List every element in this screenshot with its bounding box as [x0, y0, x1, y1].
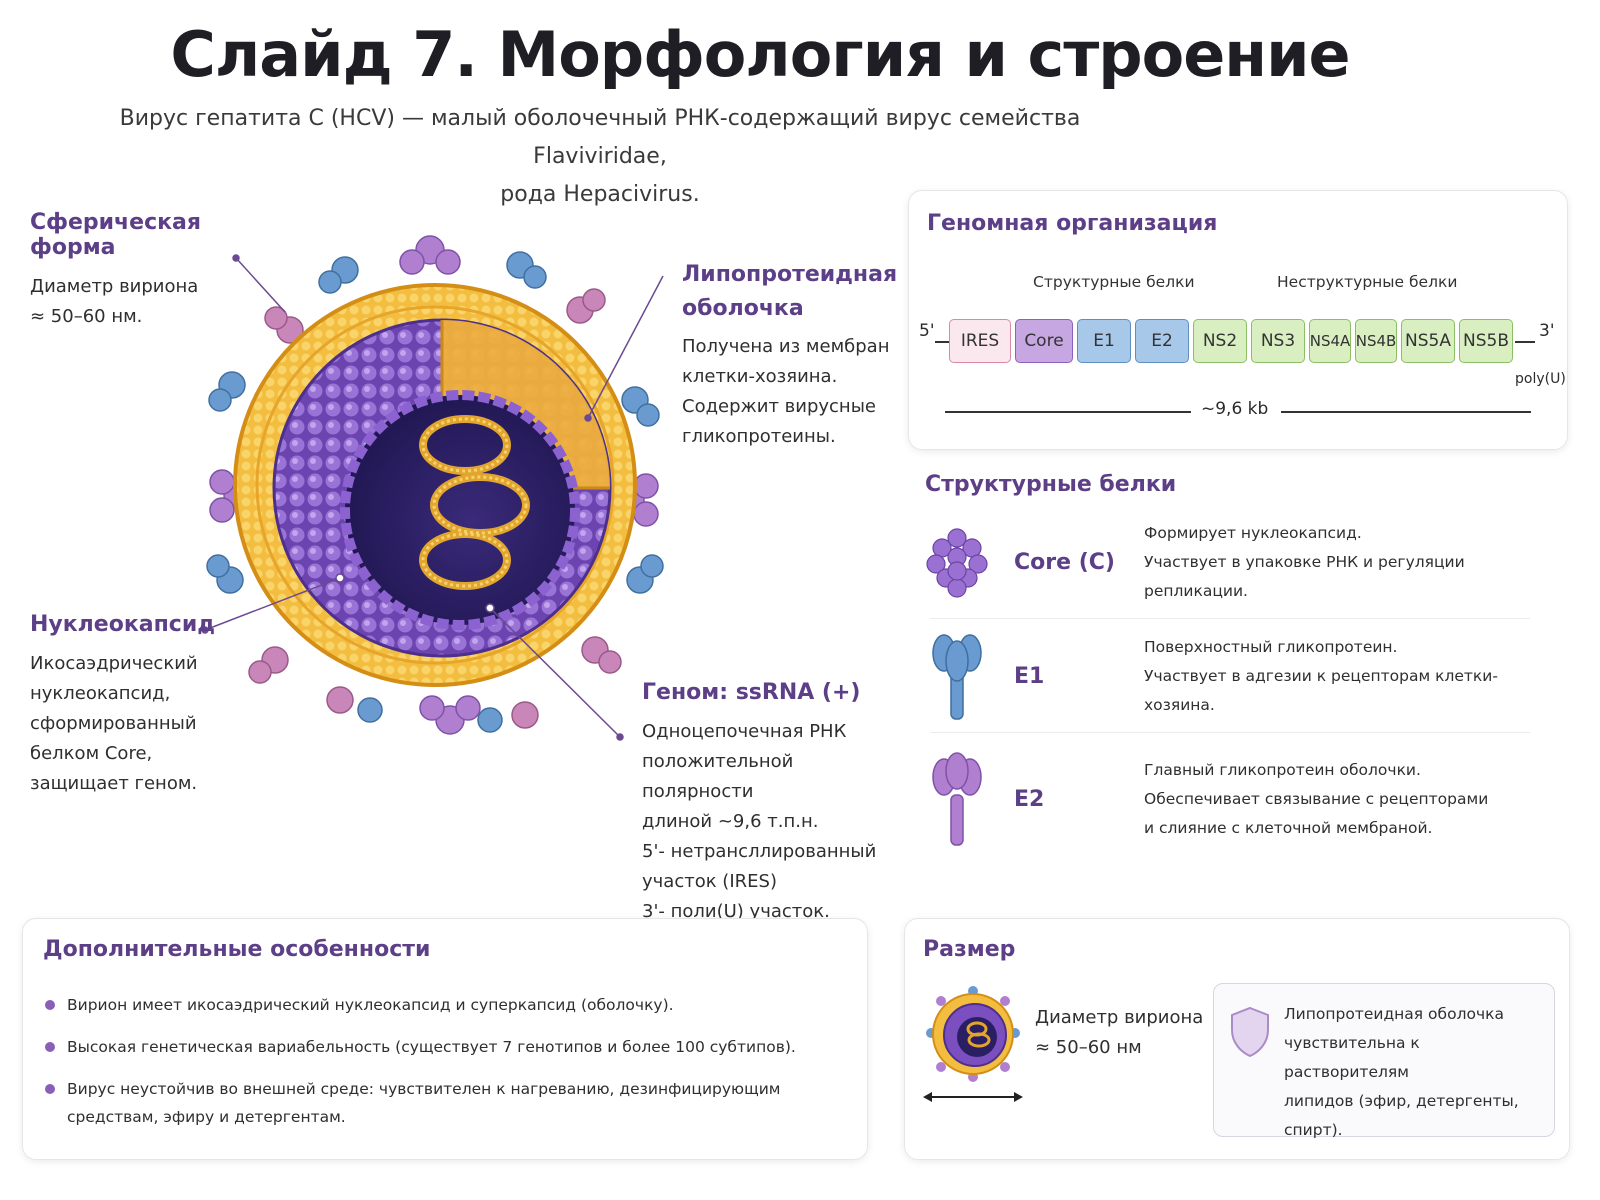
- size-panel: Размер Диаметр вириона ≈ 50–60 нм Липопр…: [904, 918, 1570, 1160]
- gene-e1: E1: [1077, 319, 1131, 363]
- label-nucleocapsid: Нуклеокапсид Икосаэдрический нуклеокапси…: [30, 612, 230, 799]
- genome-map: IRES Core E1 E2 NS2 NS3 NS4A NS4B NS5A N…: [949, 319, 1513, 363]
- genome-line-4: 5'- нетрансллированный: [642, 841, 877, 862]
- genome-line-2: положительной полярности: [642, 751, 794, 802]
- structural-label: Структурные белки: [1033, 273, 1195, 291]
- subtitle-line-1: Вирус гепатита С (HCV) — малый оболочечн…: [119, 106, 1081, 169]
- size-line-1: Диаметр вириона: [1035, 1007, 1204, 1028]
- feature-item-3: Вирус неустойчив во внешней среде: чувст…: [41, 1075, 841, 1131]
- page-subtitle: Вирус гепатита С (HCV) — малый оболочечн…: [60, 100, 1140, 214]
- genome-heading: Геном: ssRNA (+): [642, 680, 861, 705]
- e2-desc-line-2: Обеспечивает связывание с рецепторами: [1144, 789, 1489, 808]
- label-spherical-shape: Сферическая форма Диаметр вириона ≈ 50–6…: [30, 210, 270, 332]
- envelope-line-1: Получена из мембран: [682, 336, 890, 357]
- protein-row-e1: E1 Поверхностный гликопротеин. Участвует…: [920, 626, 1530, 726]
- e1-glycoprotein-icon: [932, 634, 982, 720]
- gene-e2: E2: [1135, 319, 1189, 363]
- features-title: Дополнительные особенности: [43, 937, 431, 962]
- callout-lines: [201, 254, 664, 741]
- label-genome: Геном: ssRNA (+) Одноцепочечная РНК поло…: [642, 680, 902, 927]
- gene-ns4a: NS4A: [1309, 319, 1351, 363]
- note-line-3: липидов (эфир, детергенты,: [1284, 1092, 1519, 1110]
- genome-line-1: Одноцепочечная РНК: [642, 721, 847, 742]
- five-prime-line: [935, 341, 949, 343]
- gene-core: Core: [1015, 319, 1073, 363]
- sensitivity-note-box: Липопротеидная оболочка чувствительна к …: [1213, 983, 1555, 1139]
- e2-desc-line-3: и слияние с клеточной мембраной.: [1144, 818, 1433, 837]
- e2-protein-desc: Главный гликопротеин оболочки. Обеспечив…: [1144, 756, 1488, 843]
- envelope-line-3: Содержит вирусные: [682, 396, 876, 417]
- e1-desc-line-2: Участвует в адгезии к рецепторам клетки-…: [1144, 666, 1498, 714]
- genome-line-3: длиной ~9,6 т.п.н.: [642, 811, 819, 832]
- core-interior: [345, 395, 575, 625]
- label-envelope: Липопротеидная оболочка Получена из мемб…: [682, 258, 912, 452]
- envelope-heading-1: Липопротеидная: [682, 262, 898, 287]
- nucleocapsid-line-4: белком Core,: [30, 743, 153, 764]
- nucleocapsid-line-3: сформированный: [30, 713, 197, 734]
- envelope-line-4: гликопротеины.: [682, 426, 836, 447]
- note-line-2: чувствительна к растворителям: [1284, 1034, 1420, 1081]
- core-protein-name: Core (C): [1014, 549, 1115, 575]
- five-prime-label: 5': [919, 321, 935, 341]
- protein-row-e2: E2 Главный гликопротеин оболочки. Обеспе…: [920, 742, 1530, 856]
- gene-ires: IRES: [949, 319, 1011, 363]
- small-virion-icon: [923, 986, 1023, 1102]
- gene-ns4b: NS4B: [1355, 319, 1397, 363]
- additional-features-panel: Дополнительные особенности Вирион имеет …: [22, 918, 868, 1160]
- size-line-2: ≈ 50–60 нм: [1035, 1037, 1142, 1058]
- nonstructural-label: Неструктурные белки: [1277, 273, 1458, 291]
- shield-icon: [1231, 1006, 1269, 1058]
- virion-illustration: [206, 235, 664, 735]
- spherical-line-2: ≈ 50–60 нм.: [30, 306, 143, 327]
- poly-u-label: poly(U): [1515, 371, 1566, 387]
- genome-line-5: участок (IRES): [642, 871, 777, 892]
- gene-ns5a: NS5A: [1401, 319, 1455, 363]
- page-title: Слайд 7. Морфология и строение: [170, 18, 1350, 91]
- genome-length: ~9,6 kb: [1201, 399, 1269, 419]
- envelope-line-2: клетки-хозяина.: [682, 366, 838, 387]
- divider-2: [930, 732, 1530, 733]
- size-title: Размер: [923, 937, 1016, 962]
- core-desc-line-2: Участвует в упаковке РНК и регуляции реп…: [1144, 552, 1465, 600]
- structural-proteins-title: Структурные белки: [925, 472, 1177, 497]
- e2-protein-name: E2: [1014, 786, 1045, 812]
- nucleocapsid-line-1: Икосаэдрический: [30, 653, 198, 674]
- gene-ns5b: NS5B: [1459, 319, 1513, 363]
- three-prime-label: 3': [1539, 321, 1555, 341]
- e2-glycoprotein-icon: [932, 752, 982, 846]
- divider-1: [930, 618, 1530, 619]
- e2-desc-line-1: Главный гликопротеин оболочки.: [1144, 760, 1421, 779]
- e1-desc-line-1: Поверхностный гликопротеин.: [1144, 637, 1398, 656]
- three-prime-line: [1515, 341, 1535, 343]
- gene-ns2: NS2: [1193, 319, 1247, 363]
- genome-organization-panel: Геномная организация Структурные белки Н…: [908, 190, 1568, 450]
- gene-ns3: NS3: [1251, 319, 1305, 363]
- length-line-right: [1281, 411, 1531, 413]
- e1-protein-name: E1: [1014, 663, 1045, 689]
- core-desc-line-1: Формирует нуклеокапсид.: [1144, 523, 1362, 542]
- note-line-4: спирт).: [1284, 1121, 1343, 1139]
- e1-protein-desc: Поверхностный гликопротеин. Участвует в …: [1144, 633, 1530, 720]
- genome-line-6: 3'- поли(U) участок.: [642, 901, 830, 922]
- genome-panel-title: Геномная организация: [927, 211, 1218, 236]
- feature-item-2: Высокая генетическая вариабельность (сущ…: [41, 1033, 841, 1061]
- nucleocapsid-heading: Нуклеокапсид: [30, 612, 216, 637]
- spherical-heading: Сферическая форма: [30, 210, 202, 260]
- nucleocapsid-line-5: защищает геном.: [30, 773, 198, 794]
- core-protein-desc: Формирует нуклеокапсид. Участвует в упак…: [1144, 519, 1530, 606]
- protein-row-core: Core (C) Формирует нуклеокапсид. Участву…: [920, 512, 1530, 612]
- nucleocapsid-line-2: нуклеокапсид,: [30, 683, 171, 704]
- feature-item-1: Вирион имеет икосаэдрический нуклеокапси…: [41, 991, 841, 1019]
- core-protein-icon: [926, 528, 988, 598]
- spherical-line-1: Диаметр вириона: [30, 276, 199, 297]
- subtitle-line-2: рода Hepacivirus.: [500, 182, 700, 207]
- note-line-1: Липопротеидная оболочка: [1284, 1005, 1504, 1023]
- size-diameter: Диаметр вириона ≈ 50–60 нм: [1035, 1003, 1203, 1063]
- sensitivity-note-text: Липопротеидная оболочка чувствительна к …: [1284, 1000, 1546, 1145]
- envelope-heading-2: оболочка: [682, 296, 804, 321]
- length-line-left: [945, 411, 1191, 413]
- features-list: Вирион имеет икосаэдрический нуклеокапси…: [41, 991, 841, 1145]
